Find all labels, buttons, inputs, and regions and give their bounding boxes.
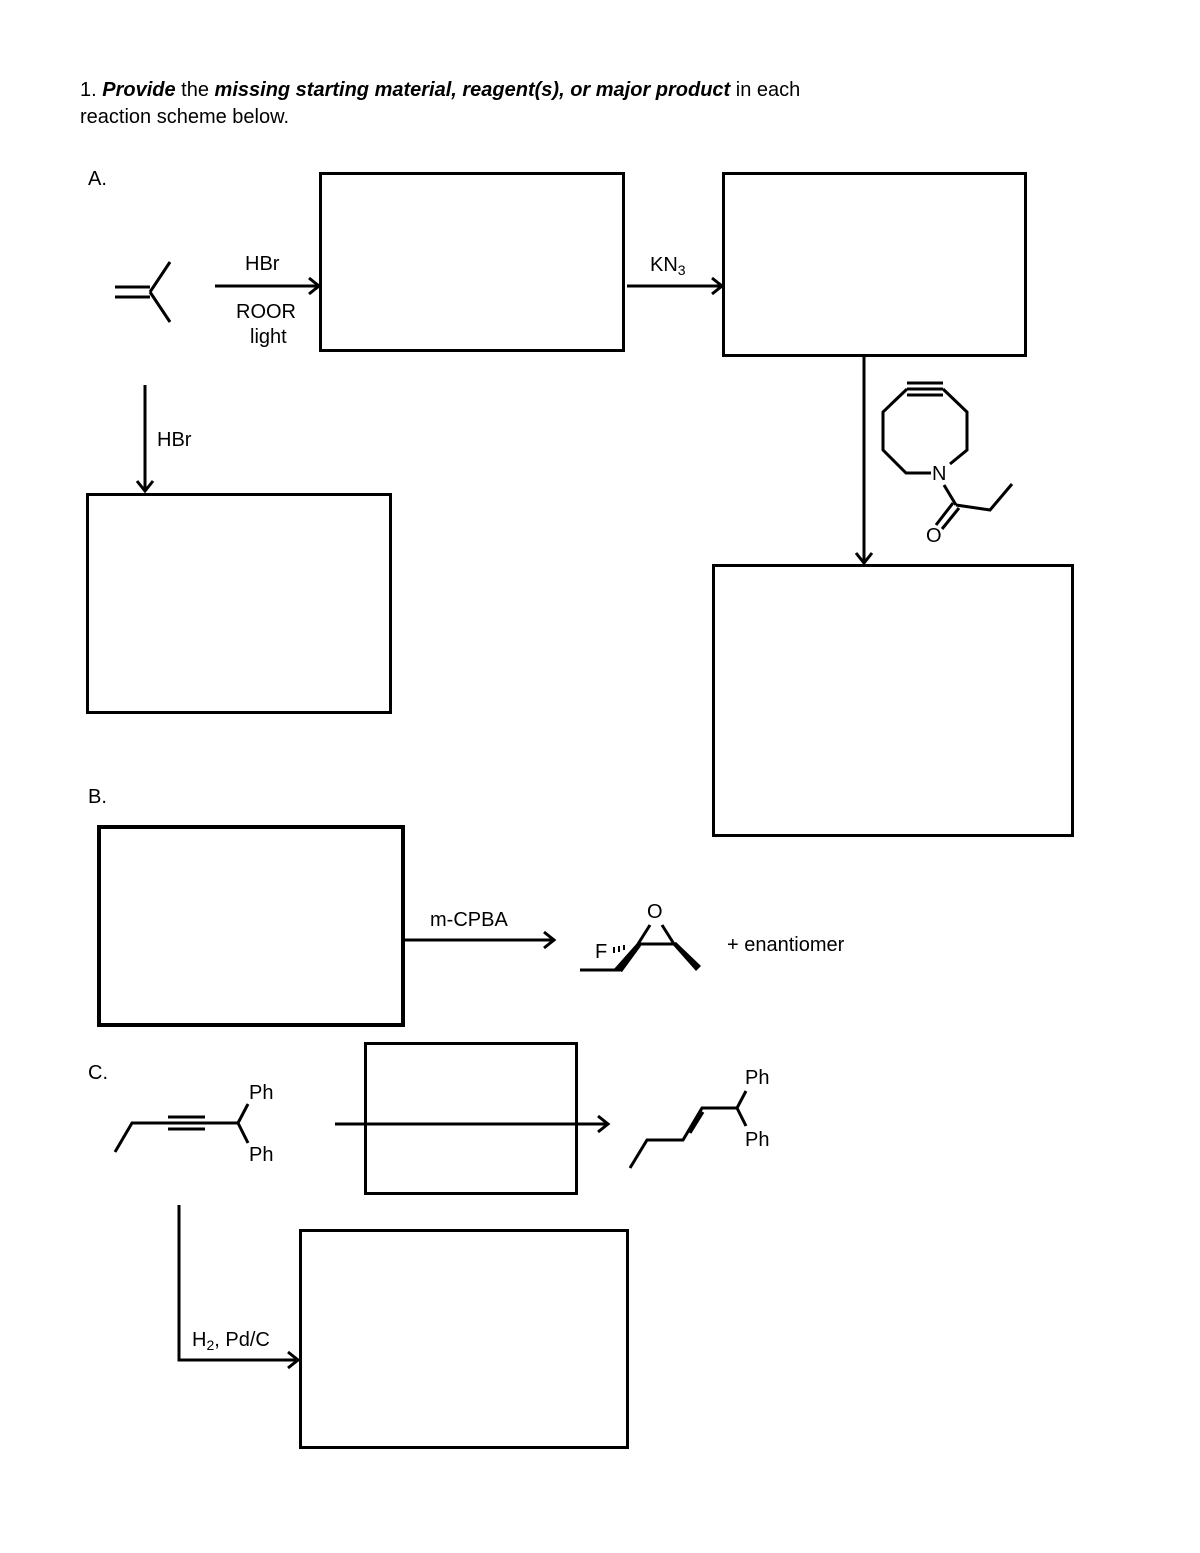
answer-box-a3[interactable] (712, 564, 1074, 837)
enantiomer-note: + enantiomer (727, 934, 845, 956)
answer-box-a1[interactable] (319, 172, 625, 352)
question-line-2: reaction scheme below. (80, 106, 290, 128)
bold-instruction: missing starting material, reagent(s), o… (214, 79, 731, 101)
isobutylene-structure (115, 261, 172, 323)
answer-box-a2[interactable] (722, 172, 1027, 357)
text-the: the (181, 79, 209, 101)
product-ph-top: Ph (745, 1067, 770, 1089)
reagent-kn3: KN3 (650, 255, 686, 277)
arrow-hbr-down (135, 385, 155, 494)
ph-top: Ph (249, 1082, 274, 1104)
kn: KN (650, 254, 678, 276)
answer-box-a-down[interactable] (86, 493, 392, 714)
answer-box-c-reagent[interactable] (364, 1042, 578, 1195)
question-line-1: 1. Provide the missing starting material… (80, 80, 800, 100)
epoxide-f: F (595, 941, 608, 963)
pd-c: , Pd/C (214, 1329, 270, 1351)
h: H (192, 1329, 207, 1351)
reagent-h2-pdc: H2, Pd/C (192, 1330, 270, 1352)
reagent-roor: ROOR (236, 301, 296, 323)
subscript-2: 2 (206, 1337, 215, 1353)
alkyne-structure (113, 1103, 250, 1153)
arrow-hbr-roor (215, 276, 322, 296)
arrow-kn3 (627, 276, 725, 296)
cyclooctyne-amide-structure (881, 381, 1014, 530)
reagent-light: light (250, 326, 287, 348)
atom-n: N (932, 463, 947, 485)
reagent-mcpba: m-CPBA (430, 909, 508, 931)
reagent-hbr-down: HBr (157, 429, 192, 451)
arrow-mcpba (405, 930, 557, 950)
epoxide-structure (580, 924, 701, 972)
product-ph-bottom: Ph (745, 1129, 770, 1151)
reagent-hbr: HBr (245, 253, 280, 275)
section-a-label: A. (88, 168, 107, 190)
arrow-cycloaddition (854, 357, 874, 566)
section-b-label: B. (88, 786, 107, 808)
atom-o: O (926, 525, 942, 547)
section-c-label: C. (88, 1062, 108, 1084)
bold-provide: Provide (102, 79, 176, 101)
answer-box-b[interactable] (97, 825, 405, 1027)
arrow-c-reagent (335, 1114, 611, 1134)
answer-box-c-hydrogenation[interactable] (299, 1229, 629, 1449)
subscript-3: 3 (677, 262, 686, 278)
question-number: 1. (80, 79, 97, 101)
text-in-each: in each (735, 79, 801, 101)
ph-bottom: Ph (249, 1144, 274, 1166)
epoxide-o: O (647, 901, 663, 923)
trans-alkene-product (628, 1090, 748, 1169)
arrow-h2-pdc (177, 1205, 301, 1370)
